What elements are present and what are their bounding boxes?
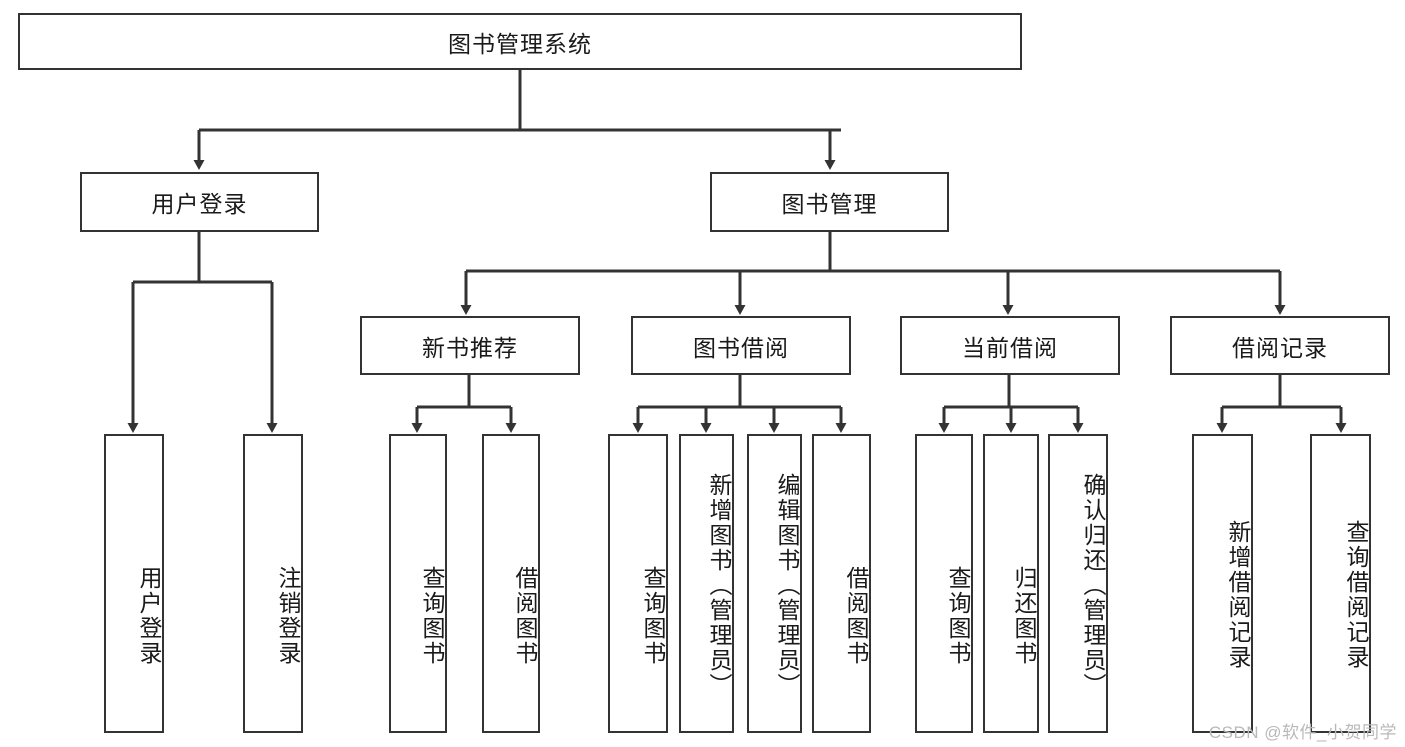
node-label: 查询借阅记录: [1343, 519, 1369, 670]
node-label: 借阅图书: [512, 565, 538, 666]
node-label: 图书管理系统: [448, 30, 592, 57]
leaf-edit-book-admin[interactable]: 编辑图书（管理员）: [747, 434, 802, 733]
node-label: 新书推荐: [422, 334, 518, 361]
leaf-query-borrow-record[interactable]: 查询借阅记录: [1310, 434, 1371, 733]
node-label: 注销登录: [275, 565, 301, 666]
leaf-return-book[interactable]: 归还图书: [983, 434, 1039, 733]
node-book-borrow[interactable]: 图书借阅: [631, 316, 851, 375]
node-label: 图书管理: [781, 191, 878, 217]
node-label: 查询图书: [419, 565, 445, 666]
node-label: 用户登录: [151, 191, 248, 217]
node-label: 借阅图书: [843, 565, 869, 666]
node-root-book-management-system[interactable]: 图书管理系统: [18, 13, 1022, 70]
node-user-login[interactable]: 用户登录: [80, 172, 319, 232]
watermark-text: CSDN @软件_小贺同学: [1208, 723, 1397, 742]
leaf-query-book-recommend[interactable]: 查询图书: [389, 434, 447, 733]
leaf-query-book-current[interactable]: 查询图书: [915, 434, 973, 733]
node-label: 用户登录: [136, 565, 162, 666]
node-book-management[interactable]: 图书管理: [710, 172, 949, 232]
node-label: 查询图书: [640, 565, 666, 666]
leaf-confirm-return-admin[interactable]: 确认归还（管理员）: [1048, 434, 1108, 733]
leaf-borrow-book[interactable]: 借阅图书: [812, 434, 871, 733]
leaf-logout[interactable]: 注销登录: [243, 434, 303, 733]
node-label: 当前借阅: [962, 334, 1058, 361]
leaf-add-book-admin[interactable]: 新增图书（管理员）: [679, 434, 734, 733]
node-borrow-record[interactable]: 借阅记录: [1170, 316, 1390, 375]
leaf-add-borrow-record[interactable]: 新增借阅记录: [1192, 434, 1253, 733]
node-label: 编辑图书（管理员）: [774, 473, 800, 698]
leaf-query-book-borrow[interactable]: 查询图书: [608, 434, 668, 733]
node-label: 确认归还（管理员）: [1080, 473, 1106, 698]
node-current-borrow[interactable]: 当前借阅: [900, 316, 1120, 375]
node-label: 新增图书（管理员）: [706, 473, 732, 698]
leaf-borrow-book-recommend[interactable]: 借阅图书: [482, 434, 540, 733]
node-new-book-recommend[interactable]: 新书推荐: [360, 316, 580, 375]
node-label: 借阅记录: [1232, 334, 1328, 361]
node-label: 查询图书: [945, 565, 971, 666]
leaf-user-login[interactable]: 用户登录: [104, 434, 164, 733]
node-label: 图书借阅: [693, 334, 789, 361]
node-label: 新增借阅记录: [1225, 519, 1251, 670]
node-label: 归还图书: [1011, 565, 1037, 666]
